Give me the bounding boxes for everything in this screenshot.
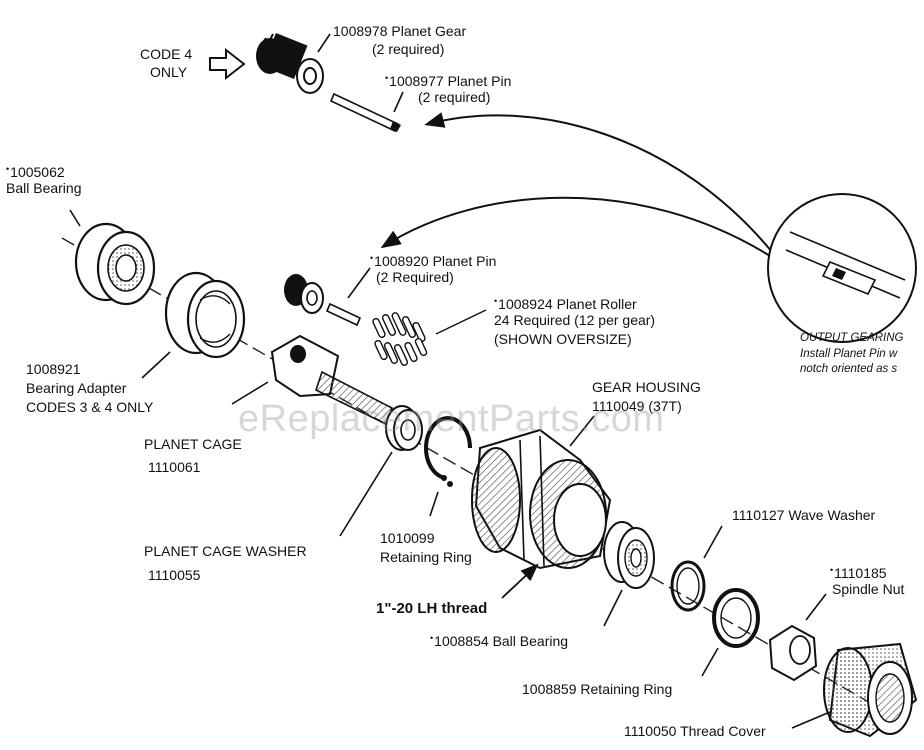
planet-pin-mid-drawing xyxy=(325,267,371,327)
label-bearing-adapter-number: 1008921 xyxy=(26,361,81,377)
part-name: Planet Pin xyxy=(432,253,497,269)
part-number: 1110127 xyxy=(732,507,785,523)
bullet-mark: • xyxy=(494,296,498,306)
leader-lines-top xyxy=(317,33,404,113)
label-planet-cage-washer-name: PLANET CAGE WASHER xyxy=(144,543,307,559)
label-gear-housing-number: 1110049 (37T) xyxy=(592,398,682,414)
part-name: Wave Washer xyxy=(788,507,876,523)
label-planet-gear: 1008978 Planet Gear xyxy=(333,22,466,41)
label-ball-bearing-right: •1008854 Ball Bearing xyxy=(430,629,568,651)
bullet-mark: • xyxy=(6,164,10,174)
part-number: 1008977 xyxy=(389,73,444,89)
watermark-text: eReplacementParts.com xyxy=(238,398,665,440)
part-name: Planet Roller xyxy=(556,296,637,312)
label-ball-bearing-left-name: Ball Bearing xyxy=(6,180,82,196)
part-number: 1008920 xyxy=(374,253,429,269)
label-thread-cover: 1110050 Thread Cover xyxy=(624,722,766,741)
code-note-line2: ONLY xyxy=(150,64,188,80)
label-ball-bearing-left-number: •1005062 xyxy=(6,160,65,182)
label-planet-pin-top-qty: (2 required) xyxy=(418,89,491,105)
part-number: 1008854 xyxy=(434,633,489,649)
planet-gear-drawing xyxy=(256,32,324,94)
label-bearing-adapter-name: Bearing Adapter xyxy=(26,380,127,396)
planet-cage-drawing xyxy=(231,334,393,426)
part-number: 1005062 xyxy=(10,164,65,180)
label-planet-cage-washer-number: 1110055 xyxy=(148,567,201,583)
code4-arrow-icon xyxy=(209,47,246,81)
gear-housing-drawing xyxy=(471,415,612,599)
inset-title: OUTPUT GEARING xyxy=(800,332,904,344)
thread-cover-drawing xyxy=(791,642,918,738)
bearing-adapter-drawing xyxy=(141,271,246,379)
bullet-mark: • xyxy=(830,565,834,575)
planet-gear-mid-drawing xyxy=(284,274,324,314)
ball-bearing-right-drawing xyxy=(603,521,655,627)
part-name: Retaining Ring xyxy=(580,681,673,697)
label-planet-pin-top: •1008977 Planet Pin xyxy=(385,69,511,91)
bullet-mark: • xyxy=(370,253,374,263)
part-number: 1008924 xyxy=(498,296,553,312)
label-planet-pin-mid: •1008920 Planet Pin xyxy=(370,249,496,271)
label-planet-cage-number: 1110061 xyxy=(148,459,201,475)
label-planet-roller: •1008924 Planet Roller xyxy=(494,292,637,314)
part-number: 1110185 xyxy=(834,565,887,581)
planet-pin-top-drawing xyxy=(329,92,401,133)
planet-cage-washer-drawing xyxy=(339,405,423,537)
label-planet-roller-qty: 24 Required (12 per gear) xyxy=(494,312,656,328)
bullet-mark: • xyxy=(385,73,389,83)
planet-rollers-drawing xyxy=(372,309,487,366)
label-retaining-ring-a-number: 1010099 xyxy=(380,530,435,546)
spindle-nut-drawing xyxy=(768,593,827,682)
label-wave-washer: 1110127 Wave Washer xyxy=(732,506,875,525)
part-name: Ball Bearing xyxy=(492,633,569,649)
retaining-ring-b-drawing xyxy=(701,588,760,677)
label-planet-cage-name: PLANET CAGE xyxy=(144,436,242,452)
bullet-mark: • xyxy=(430,633,434,643)
inset-circle xyxy=(767,193,917,343)
label-planet-gear-qty: (2 required) xyxy=(372,41,445,57)
label-planet-roller-note: (SHOWN OVERSIZE) xyxy=(494,331,632,347)
retaining-ring-a-drawing xyxy=(424,416,472,517)
label-planet-pin-mid-qty: (2 Required) xyxy=(376,269,454,285)
inset-line2: Install Planet Pin w xyxy=(800,348,898,360)
part-number: 1008978 xyxy=(333,23,388,39)
part-name: Planet Gear xyxy=(391,23,467,39)
label-retaining-ring-b: 1008859 Retaining Ring xyxy=(522,680,672,699)
code-note-line1: CODE 4 xyxy=(140,46,193,62)
part-name: Thread Cover xyxy=(680,723,766,739)
label-spindle-nut-number: •1110185 xyxy=(830,561,887,583)
part-number: 1110050 xyxy=(624,723,677,739)
label-thread-note: 1"-20 LH thread xyxy=(376,600,488,617)
label-retaining-ring-a-name: Retaining Ring xyxy=(380,549,472,565)
label-bearing-adapter-note: CODES 3 & 4 ONLY xyxy=(26,399,154,415)
part-name: Planet Pin xyxy=(447,73,512,89)
ball-bearing-left-drawing xyxy=(69,209,156,306)
part-number: 1008859 xyxy=(522,681,577,697)
inset-arrows xyxy=(380,112,773,257)
label-gear-housing-name: GEAR HOUSING xyxy=(592,379,701,395)
inset-line3: notch oriented as s xyxy=(800,363,898,375)
label-spindle-nut-name: Spindle Nut xyxy=(832,581,905,597)
wave-washer-drawing xyxy=(670,525,723,612)
